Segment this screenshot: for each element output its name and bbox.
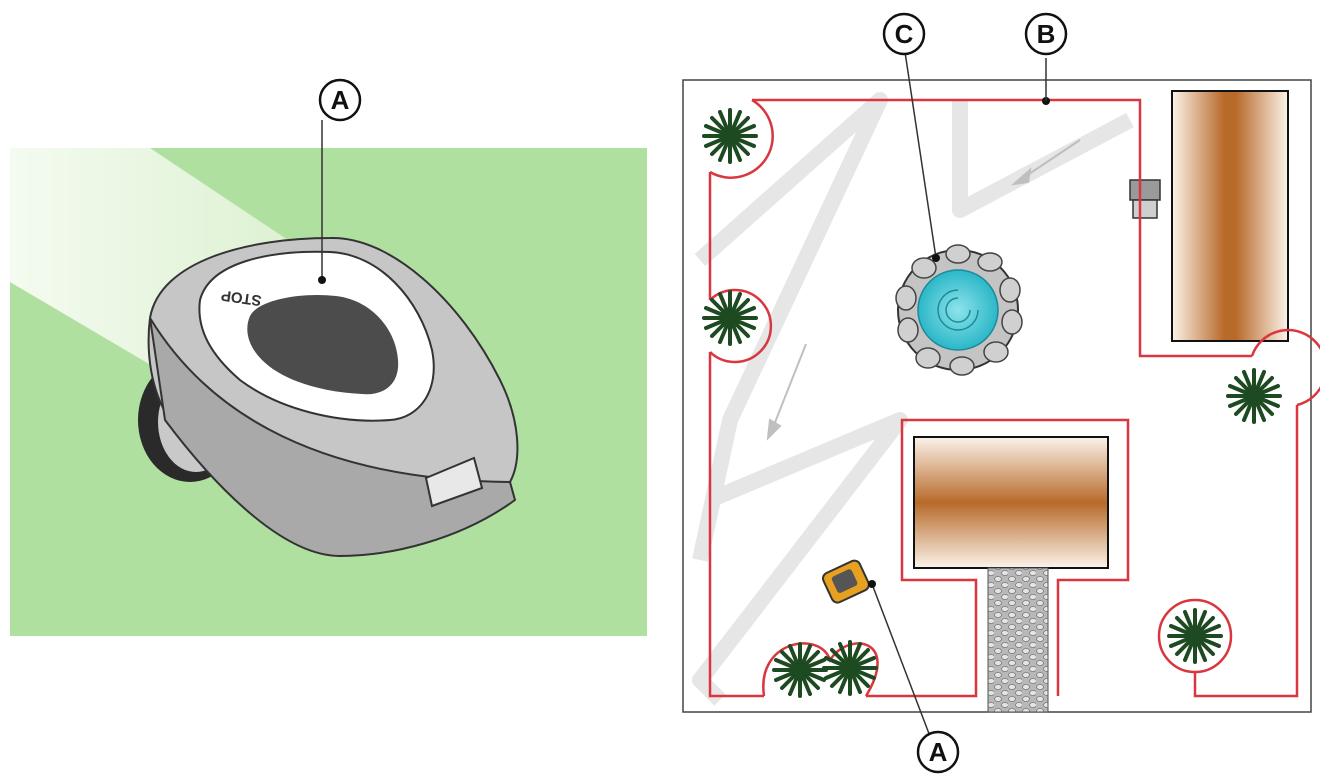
callout-b: B bbox=[1024, 12, 1068, 56]
stop-button-label: STOP bbox=[220, 286, 263, 308]
callout-a-mower: A bbox=[318, 78, 362, 122]
svg-text:A: A bbox=[929, 737, 948, 767]
wooden-deck-top bbox=[1171, 90, 1289, 342]
svg-text:C: C bbox=[895, 19, 914, 49]
pond bbox=[895, 244, 1023, 376]
callout-c: C bbox=[882, 12, 926, 56]
mower-display bbox=[247, 294, 399, 395]
robot-mower: STOP bbox=[138, 236, 519, 558]
gravel-path bbox=[987, 567, 1049, 713]
callout-c-leader bbox=[904, 51, 937, 259]
pond-water bbox=[917, 269, 999, 351]
mower-handle bbox=[424, 456, 484, 508]
svg-text:A: A bbox=[331, 85, 350, 115]
callout-a-plan: A bbox=[916, 730, 960, 774]
shrub-loops bbox=[709, 98, 1320, 697]
garden-plan: C B A bbox=[682, 12, 1320, 774]
callout-a-plan-leader bbox=[871, 583, 937, 753]
direction-arrows bbox=[766, 139, 1081, 441]
svg-text:B: B bbox=[1037, 19, 1056, 49]
robot-mower-plan bbox=[821, 559, 870, 604]
boundary-wire bbox=[708, 98, 1299, 698]
mower-view: STOP A bbox=[10, 78, 647, 636]
wooden-deck-center bbox=[913, 436, 1109, 569]
charging-station bbox=[1129, 179, 1161, 219]
